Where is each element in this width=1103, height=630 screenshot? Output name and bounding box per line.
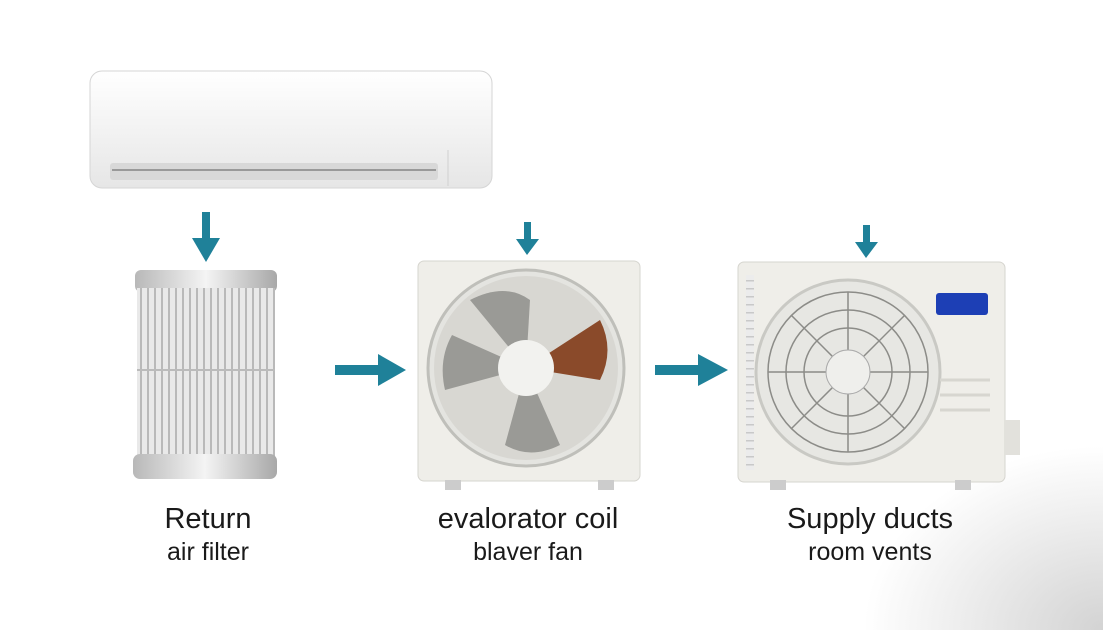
step-2-subtitle: blaver fan — [473, 538, 583, 566]
step-1-subtitle: air filter — [167, 538, 249, 566]
step-3-title: Supply ducts — [786, 503, 954, 535]
step-3-subtitle: room vents — [808, 538, 932, 566]
step-1-title: Return — [164, 503, 252, 535]
wall-mounted-ac-icon — [89, 70, 493, 189]
blower-fan-icon — [417, 260, 641, 490]
outdoor-condenser-icon — [737, 261, 1020, 490]
down-arrow-icons — [192, 212, 878, 262]
right-arrow-icons — [335, 354, 728, 386]
air-filter-icon — [133, 270, 277, 479]
step-2-title: evalorator coil — [437, 503, 619, 535]
